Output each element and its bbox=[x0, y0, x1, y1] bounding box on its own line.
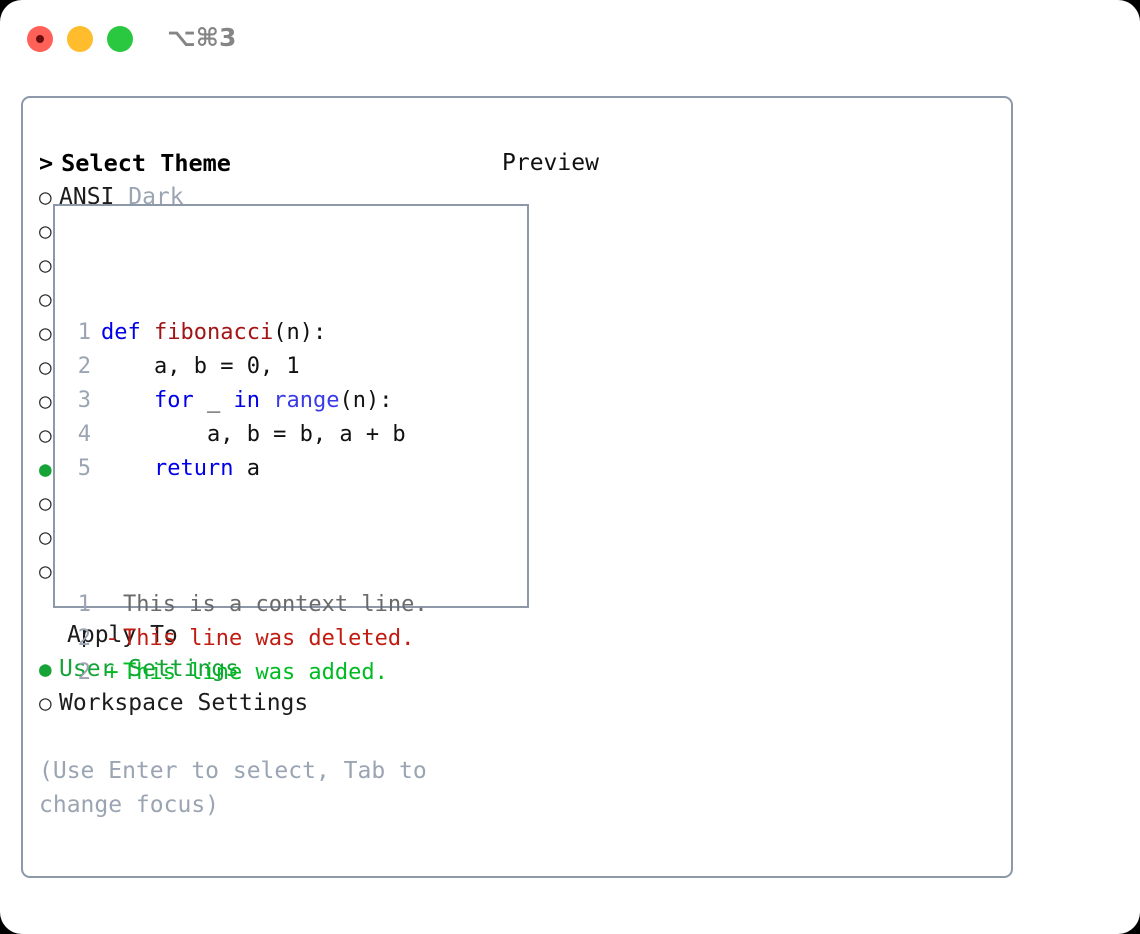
diff-line-number: 1 bbox=[77, 592, 91, 617]
code-line: 5 return a bbox=[69, 452, 428, 486]
prompt-caret-icon: > bbox=[39, 149, 54, 177]
code-line-number: 3 bbox=[77, 388, 91, 413]
diff-line: 1 This is a context line. bbox=[69, 588, 428, 622]
radio-unselected-icon: ○ bbox=[39, 525, 52, 549]
apply-to-option-label: Workspace Settings bbox=[59, 690, 309, 716]
diff-line: 2 +This line was added. bbox=[69, 656, 428, 690]
code-line-number: 4 bbox=[77, 422, 91, 447]
select-theme-heading-label: Select Theme bbox=[61, 149, 231, 177]
code-line-number: 5 bbox=[77, 456, 91, 481]
apply-to-heading: Apply To bbox=[67, 622, 178, 648]
radio-unselected-icon: ○ bbox=[39, 253, 52, 277]
radio-unselected-icon: ○ bbox=[39, 219, 52, 243]
apply-to-option[interactable]: ● User Settings bbox=[39, 652, 499, 686]
code-line-number: 2 bbox=[77, 354, 91, 379]
select-theme-heading: >Select Theme bbox=[39, 146, 499, 180]
dialog-panel: >Select Theme ○ANSI Dark○Atom One Dark○A… bbox=[21, 96, 1013, 878]
diff-marker bbox=[101, 588, 123, 622]
code-line: 1 def fibonacci(n): bbox=[69, 316, 428, 350]
apply-to-section: Apply To ● User Settings ○ Workspace Settin… bbox=[39, 618, 499, 720]
diff-marker: + bbox=[105, 660, 119, 685]
code-line: 3 for _ in range(n): bbox=[69, 384, 428, 418]
apply-to-option-label: User Settings bbox=[59, 656, 240, 682]
preview-heading: Preview bbox=[502, 150, 599, 176]
diff-sample-block: 1 This is a context line.2-This line was… bbox=[69, 588, 428, 690]
code-line-number: 1 bbox=[77, 320, 91, 345]
diff-line-text: This line was deleted. bbox=[123, 626, 415, 651]
close-window-indicator-dot bbox=[36, 35, 44, 43]
maximize-window-button[interactable] bbox=[107, 26, 133, 52]
code-token: a bbox=[233, 456, 260, 481]
radio-unselected-icon: ○ bbox=[39, 321, 52, 345]
code-token: range bbox=[273, 388, 340, 413]
window-titlebar: ⌥⌘3 bbox=[0, 0, 1140, 82]
radio-unselected-icon: ○ bbox=[39, 389, 52, 413]
radio-unselected-icon: ○ bbox=[39, 287, 52, 311]
diff-line-text: This line was added. bbox=[123, 660, 388, 685]
minimize-window-button[interactable] bbox=[67, 26, 93, 52]
code-token bbox=[101, 388, 154, 413]
code-token: fibonacci bbox=[153, 320, 274, 345]
diff-line-number: 2 bbox=[77, 626, 91, 651]
diff-line: 2-This line was deleted. bbox=[69, 622, 428, 656]
code-token: in bbox=[233, 388, 260, 413]
radio-unselected-icon: ○ bbox=[39, 355, 52, 379]
diff-marker: - bbox=[105, 626, 119, 651]
apply-to-option[interactable]: ○ Workspace Settings bbox=[39, 686, 499, 720]
code-line: 2 a, b = 0, 1 bbox=[69, 350, 428, 384]
code-token bbox=[101, 456, 154, 481]
keyboard-hint-text: (Use Enter to select, Tab to change focu… bbox=[39, 758, 427, 818]
radio-selected-icon: ● bbox=[39, 657, 52, 681]
code-token bbox=[260, 388, 273, 413]
code-line: 4 a, b = b, a + b bbox=[69, 418, 428, 452]
preview-column: Preview bbox=[502, 146, 1002, 180]
radio-selected-icon: ● bbox=[39, 457, 52, 481]
code-token: _ bbox=[193, 388, 234, 413]
radio-unselected-icon: ○ bbox=[39, 559, 52, 583]
radio-unselected-icon: ○ bbox=[39, 691, 52, 715]
code-token: a, b = b, a + b bbox=[101, 422, 406, 447]
code-token: a, b = 0, 1 bbox=[101, 354, 300, 379]
keyboard-shortcut-label: ⌥⌘3 bbox=[167, 23, 237, 52]
code-token: for bbox=[153, 388, 194, 413]
code-token: (n): bbox=[339, 388, 393, 413]
code-token: def bbox=[101, 320, 154, 345]
apply-to-options: ● User Settings ○ Workspace Settings bbox=[39, 652, 499, 720]
code-token: (n): bbox=[273, 320, 327, 345]
radio-unselected-icon: ○ bbox=[39, 185, 52, 209]
diff-line-number: 2 bbox=[77, 660, 91, 685]
radio-unselected-icon: ○ bbox=[39, 423, 52, 447]
code-token: return bbox=[153, 456, 234, 481]
radio-unselected-icon: ○ bbox=[39, 491, 52, 515]
diff-line-text: This is a context line. bbox=[123, 592, 428, 617]
